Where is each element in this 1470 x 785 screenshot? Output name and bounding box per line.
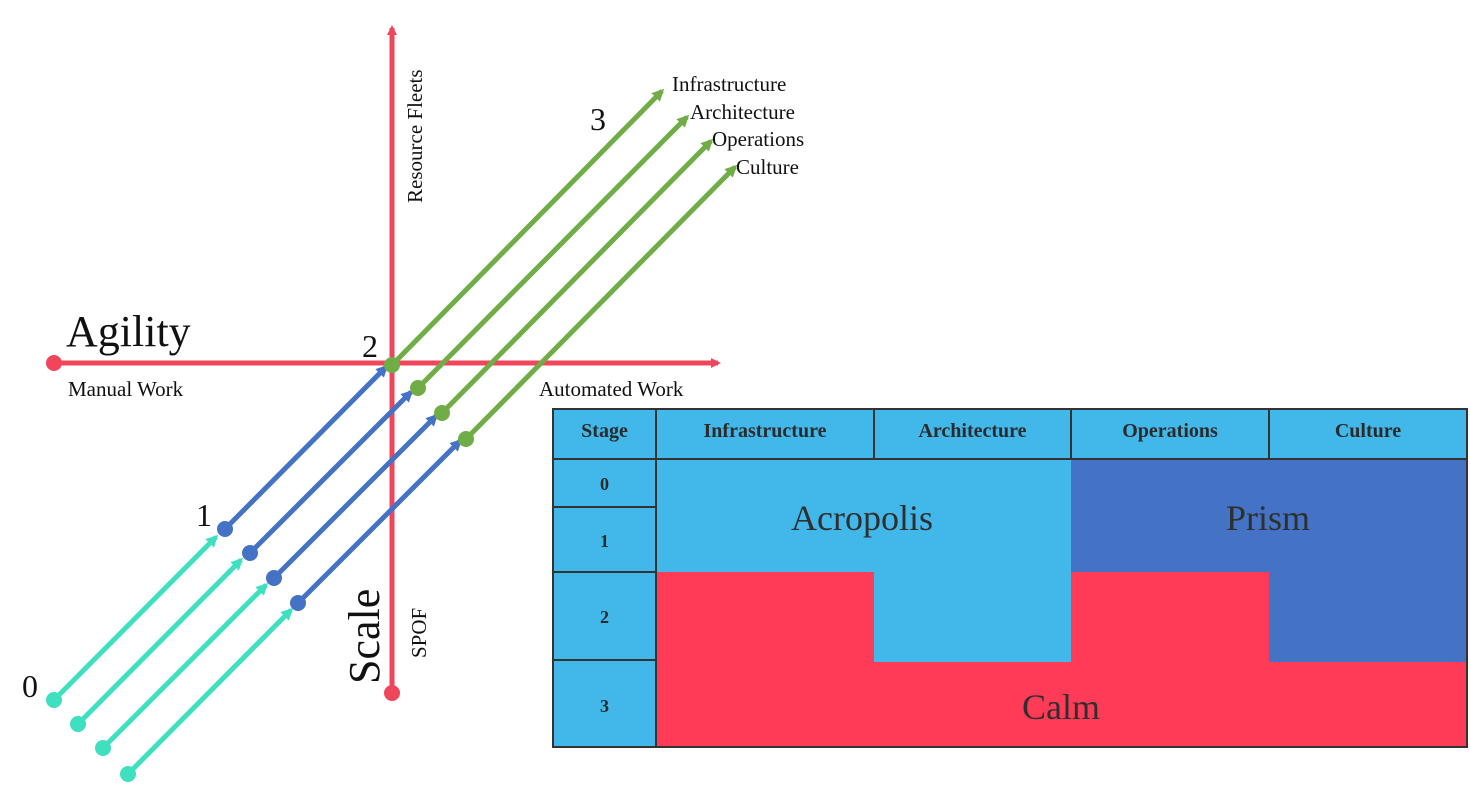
table-header-operations: Operations <box>1122 420 1218 442</box>
track-culture-stage2-arrow <box>464 164 738 441</box>
stage-number-0: 0 <box>22 668 38 704</box>
stage-numbers: 0 1 2 3 <box>22 101 606 704</box>
track-infrastructure-stage0-dot <box>46 692 62 708</box>
stage-number-3: 3 <box>590 101 606 137</box>
region-calm-label: Calm <box>1022 687 1100 727</box>
table-header-architecture: Architecture <box>918 420 1026 442</box>
region-acropolis-top <box>656 459 1071 572</box>
region-calm-infra <box>656 572 874 662</box>
axis-left-label: Manual Work <box>68 377 184 401</box>
track-architecture-stage2-arrow <box>416 114 690 390</box>
table-header-stage: Stage <box>581 420 628 442</box>
track-operations-stage0-dot <box>95 740 111 756</box>
track-operations-label: Operations <box>712 127 804 151</box>
track-architecture-stage0-arrow <box>76 557 244 726</box>
table-header-infrastructure: Infrastructure <box>704 420 827 442</box>
track-culture-stage1-arrow <box>296 438 463 605</box>
region-calm-ops <box>1071 572 1269 662</box>
vertical-axis-origin-dot <box>384 685 400 701</box>
stage-number-2: 2 <box>362 328 378 364</box>
track-operations: Operations <box>95 127 804 756</box>
track-operations-stage1-arrow <box>272 413 439 580</box>
stage-number-1: 1 <box>196 497 212 533</box>
table-stage-3: 3 <box>600 696 609 716</box>
track-culture-stage0-dot <box>120 766 136 782</box>
track-infrastructure-stage1-arrow <box>223 364 389 531</box>
track-architecture-label: Architecture <box>690 100 795 124</box>
track-architecture-stage1-arrow <box>248 389 414 555</box>
track-architecture-stage2-dot <box>410 380 426 396</box>
region-prism-culture <box>1269 572 1467 662</box>
horizontal-axis-origin-dot <box>46 355 62 371</box>
track-architecture-stage1-dot <box>242 545 258 561</box>
track-infrastructure: Infrastructure <box>46 72 786 708</box>
track-infrastructure-stage2-arrow <box>390 88 665 367</box>
track-culture: Culture <box>120 155 799 782</box>
axis-bottom-title: Scale <box>340 589 389 684</box>
axis-left-title: Agility <box>66 307 191 356</box>
track-operations-stage2-arrow <box>440 138 714 415</box>
track-culture-stage1-dot <box>290 595 306 611</box>
table-stage-2: 2 <box>600 607 609 627</box>
axis-right-label: Automated Work <box>539 377 684 401</box>
region-acropolis-label: Acropolis <box>791 498 933 538</box>
table-header-row <box>553 409 1467 459</box>
region-prism-label: Prism <box>1226 498 1310 538</box>
track-operations-stage1-dot <box>266 570 282 586</box>
track-infrastructure-stage1-dot <box>217 521 233 537</box>
track-culture-label: Culture <box>736 155 799 179</box>
table-stage-1: 1 <box>600 531 609 551</box>
axis-bottom-label: SPOF <box>407 608 431 658</box>
track-architecture: Architecture <box>70 100 795 732</box>
region-calm-bottom <box>656 662 1467 747</box>
track-infrastructure-label: Infrastructure <box>672 72 786 96</box>
track-operations-stage0-arrow <box>101 582 269 750</box>
track-infrastructure-stage0-arrow <box>52 534 219 702</box>
region-acropolis-arch <box>874 572 1071 662</box>
table-header-culture: Culture <box>1335 420 1401 442</box>
axis-labels: Agility Manual Work Automated Work Resou… <box>66 69 684 684</box>
table-stage-0: 0 <box>600 474 609 494</box>
track-infrastructure-stage2-dot <box>384 357 400 373</box>
table-border <box>552 408 1468 748</box>
track-operations-stage2-dot <box>434 405 450 421</box>
stage-table: Stage Infrastructure Architecture Operat… <box>552 408 1468 748</box>
track-culture-stage2-dot <box>458 431 474 447</box>
track-architecture-stage0-dot <box>70 716 86 732</box>
region-prism-top <box>1071 459 1467 572</box>
track-culture-stage0-arrow <box>126 607 294 776</box>
axis-top-label: Resource Fleets <box>403 69 427 203</box>
